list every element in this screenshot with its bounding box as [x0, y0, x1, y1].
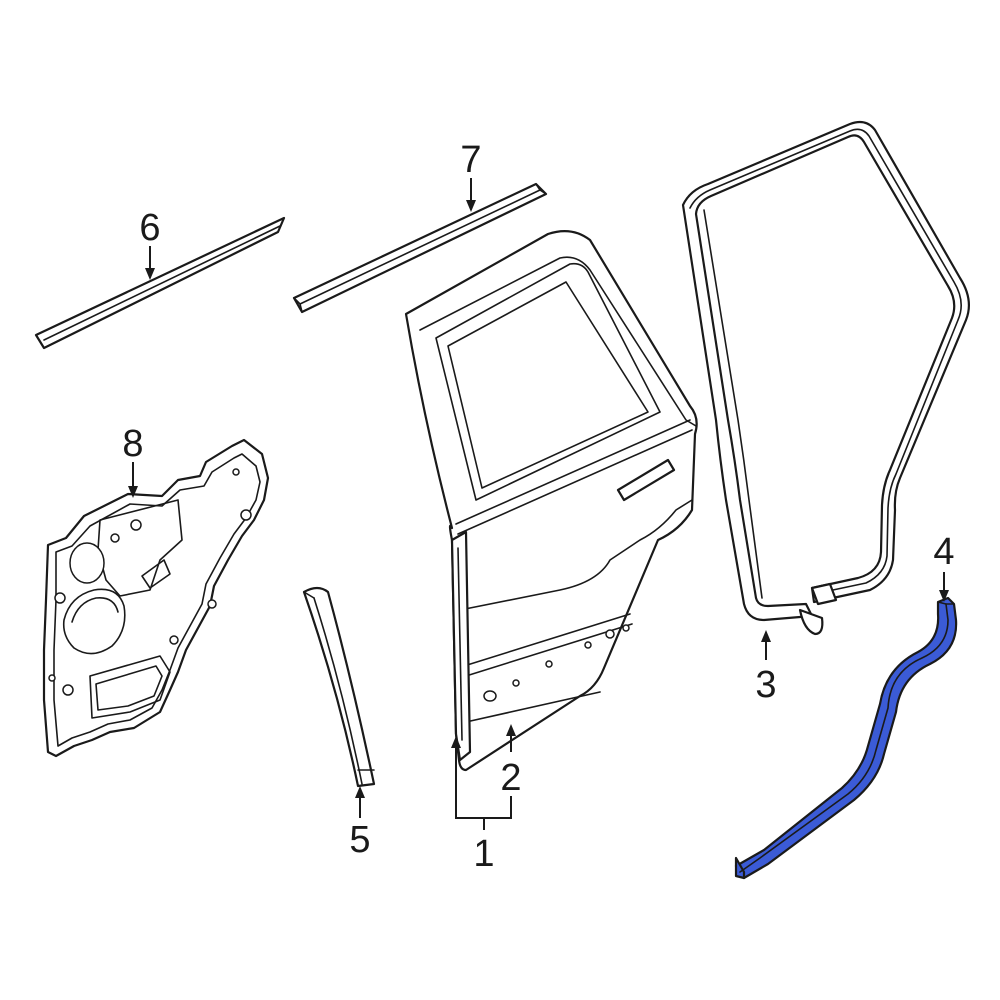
part-4-lower-weatherstrip[interactable]	[734, 596, 958, 880]
callout-3: 3	[755, 664, 776, 706]
part-5-window-channel[interactable]	[302, 586, 376, 788]
part-8-water-deflector[interactable]	[42, 438, 270, 758]
callout-1: 1	[473, 833, 494, 875]
callout-6: 6	[139, 207, 160, 249]
part-3-door-weatherstrip[interactable]	[681, 120, 971, 636]
callout-labels: 6 7 8 5 3 4 2 1	[122, 139, 954, 875]
callout-4: 4	[933, 531, 954, 573]
callout-7: 7	[460, 139, 481, 181]
part-2-door-shell[interactable]	[404, 229, 698, 772]
leaders	[128, 178, 949, 830]
part-7-belt-weatherstrip[interactable]	[292, 182, 548, 314]
callout-8: 8	[122, 423, 143, 465]
callout-5: 5	[349, 819, 370, 861]
part-6-belt-molding[interactable]	[34, 216, 286, 350]
callout-2: 2	[500, 757, 521, 799]
